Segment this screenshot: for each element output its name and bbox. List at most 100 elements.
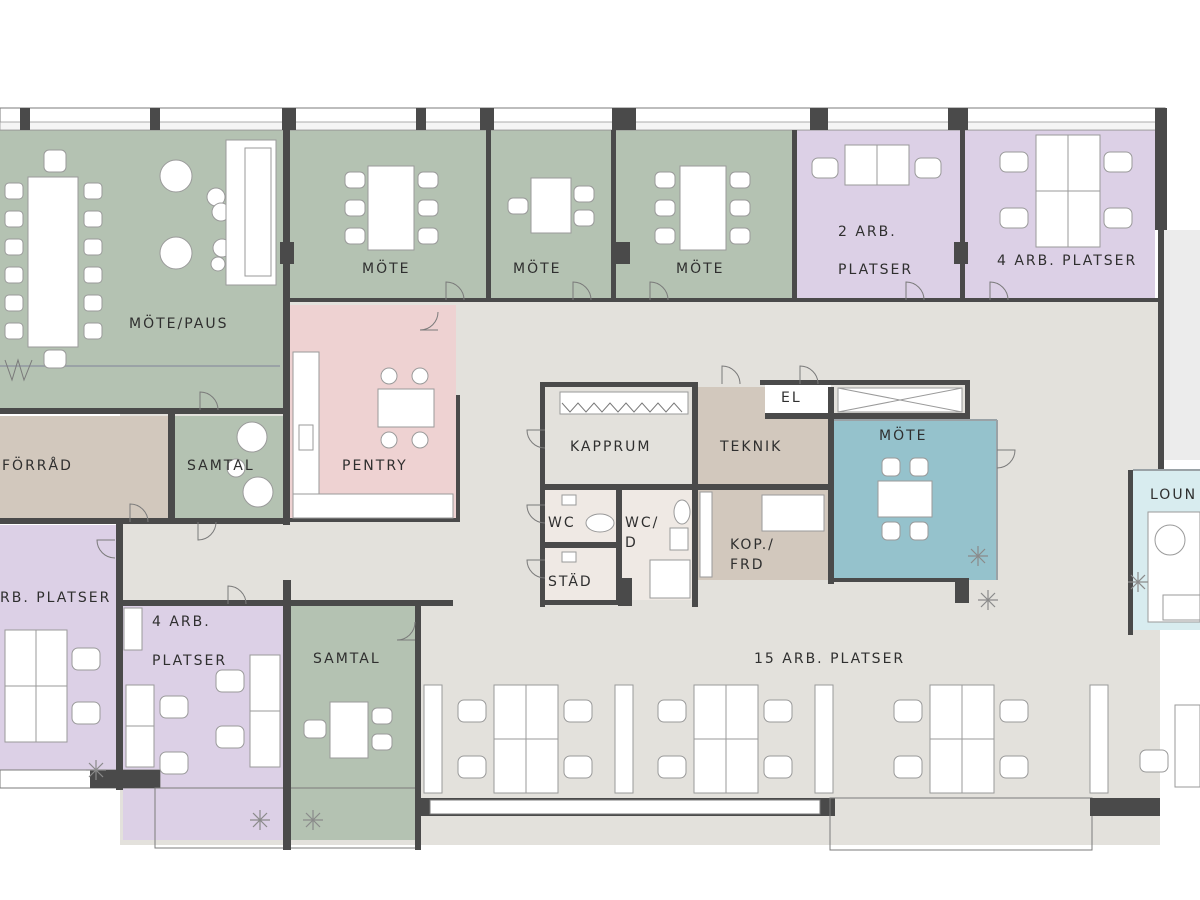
table-mote-3 [679,165,727,251]
chair [83,210,103,228]
chair [4,238,24,256]
chair [4,294,24,312]
label-wc-d-line2: D [625,535,638,551]
label-mote-2: MÖTE [513,259,562,277]
armchair [1154,524,1186,556]
chair [999,699,1029,723]
chair [729,227,751,245]
label-arb4-top: 4 ARB. PLATSER [997,253,1137,269]
label-mote-1: MÖTE [362,259,411,277]
chair [457,699,487,723]
chair [71,701,101,725]
label-wc: WC [548,515,576,531]
pillar-4 [416,108,426,130]
chair [999,755,1029,779]
chair [159,751,189,775]
label-pentry: PENTRY [342,458,408,474]
chair [999,207,1029,229]
door-swing [445,281,465,301]
pillar-mote1 [280,242,294,264]
wall-el-top [760,380,970,385]
wall-v-285 [283,130,290,525]
door-swing [572,281,592,301]
bottom-wall-a [90,770,160,788]
chair [4,210,24,228]
door-swing [526,429,546,449]
room-labels: MÖTE/PAUS MÖTE MÖTE MÖTE 2 ARB. PLATSER … [0,224,1195,669]
label-wc-d-line1: WC/ [625,515,659,531]
chair [4,322,24,340]
room-forrad-fill [0,416,168,518]
door-swing [996,449,1016,469]
chair [215,725,245,749]
pillar-1 [20,108,30,130]
chair [657,699,687,723]
wall-v-486 [486,130,491,300]
armchair [242,476,274,508]
bottom-bay-3 [829,797,1093,851]
chair [4,182,24,200]
chair [811,157,839,179]
wall-h-410 [0,408,285,414]
curtain [4,358,33,382]
label-arb2-line2: PLATSER [838,262,913,278]
stool [380,431,398,449]
toilet-icon [673,499,691,525]
wall-v-456 [456,395,460,520]
chair [573,185,595,203]
lounge-chair [159,159,193,193]
chair [729,199,751,217]
label-kop-line1: KOP./ [730,537,775,553]
door-swing [526,559,546,579]
label-samtal-1: SAMTAL [187,458,255,474]
shelf [614,684,634,794]
chair [1139,749,1169,773]
door-swing [197,521,217,541]
pillar-7 [810,108,828,130]
chair [303,719,327,739]
shaft-cross [837,387,963,413]
door-swing [396,621,416,641]
shelf [814,684,834,794]
chair [881,457,901,477]
chair [893,755,923,779]
interior-walls [0,130,1160,850]
side-table [226,458,246,478]
table-mote-1 [367,165,415,251]
pillar-mote3 [616,242,630,264]
chair [417,171,439,189]
core-bottom [540,600,622,605]
core-h-484 [545,484,830,490]
label-forrad: FÖRRÅD [2,456,73,474]
wall-blue-bottom [834,578,964,582]
chair [83,294,103,312]
door-swing [721,365,741,385]
wall-v-611 [611,130,616,300]
chair [344,171,366,189]
right-wall [1158,230,1164,470]
shower-icon [649,559,691,599]
copier-desk [761,494,825,532]
pillar-9 [1155,108,1167,230]
label-arb2-line1: 2 ARB. [838,224,897,240]
side-table [210,256,226,272]
chair [1103,207,1133,229]
sofa [1162,594,1200,621]
wall-h-300 [290,298,1160,302]
chair [507,197,529,215]
bottom-window-b [429,799,821,815]
pillar-8 [948,108,968,130]
table-samtal-2 [329,701,369,759]
pillar-blue [955,578,969,603]
chair [83,182,103,200]
chair [881,521,901,541]
chair [654,227,676,245]
pentry-table [377,388,435,428]
door-swing [989,281,1009,301]
label-teknik: TEKNIK [719,439,782,455]
wall-h-pentry-bottom [290,518,460,522]
door-swing [96,539,116,559]
chair [909,457,929,477]
chair [763,755,793,779]
coat-hangers [561,402,683,413]
